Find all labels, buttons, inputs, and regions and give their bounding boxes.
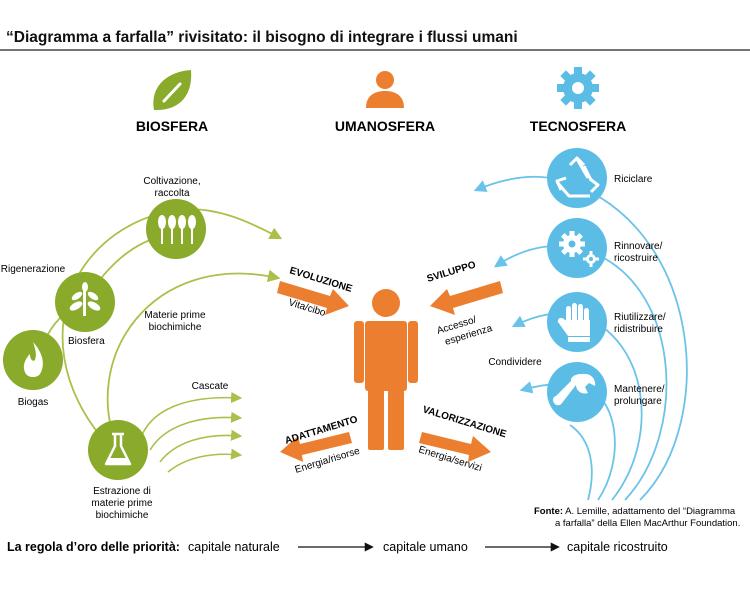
- coltivazione-label-2: raccolta: [154, 188, 189, 199]
- riutilizzare-label-1: Riutilizzare/: [614, 312, 666, 323]
- flame-icon: [23, 342, 43, 377]
- cascate-label: Cascate: [192, 381, 229, 392]
- estrazione-label-2: materie prime: [91, 498, 153, 509]
- coltivazione-label-1: Coltivazione,: [143, 176, 200, 187]
- riciclare-node: [547, 148, 607, 208]
- rule-label: La regola d’oro delle priorità:: [7, 540, 180, 554]
- tech-arc-2: [493, 245, 668, 501]
- flask-icon: [104, 432, 132, 466]
- glove-icon: [557, 303, 590, 342]
- gear-icon: [557, 67, 599, 109]
- rule-step-1: capitale naturale: [188, 540, 280, 554]
- estrazione-label-3: biochimiche: [96, 510, 149, 521]
- recycle-icon: [555, 156, 600, 198]
- rinnovare-node: [547, 218, 607, 278]
- mantenere-node: [547, 362, 607, 422]
- rinnovare-label-2: ricostruire: [614, 253, 658, 264]
- estrazione-node: [88, 420, 148, 480]
- condividere-label: Condividere: [488, 357, 542, 368]
- leaf-icon: [153, 70, 192, 111]
- materie-label-2: biochimiche: [149, 322, 202, 333]
- bio-arc-outer: [61, 208, 283, 456]
- estrazione-label-1: Estrazione di: [93, 486, 151, 497]
- source-text-1: A. Lemille, adattamento del “Diagramma: [563, 506, 736, 517]
- riutilizzare-label-2: ridistribuire: [614, 324, 663, 335]
- biogas-label: Biogas: [18, 397, 49, 408]
- sviluppo-arrow: [430, 281, 503, 315]
- umanosfera-heading: UMANOSFERA: [335, 118, 435, 134]
- rule-step-2: capitale umano: [383, 540, 468, 554]
- cascade-arrow-3: [159, 429, 243, 463]
- biosfera-node: [55, 272, 115, 332]
- valorizzazione-arrow: [419, 432, 491, 462]
- tech-arc-1: [473, 175, 688, 501]
- coltivazione-node: [146, 199, 206, 259]
- mantenere-label-2: prolungare: [614, 396, 662, 407]
- biosfera-heading: BIOSFERA: [136, 118, 208, 134]
- source-line-1: Fonte: A. Lemille, adattamento del “Diag…: [534, 506, 736, 517]
- tecnosfera-heading: TECNOSFERA: [530, 118, 626, 134]
- gears-icon: [559, 231, 599, 267]
- adattamento-arrow: [280, 432, 352, 462]
- evoluzione-arrow: [277, 281, 349, 315]
- cascade-arrow-2: [149, 411, 243, 451]
- riciclare-label: Riciclare: [614, 174, 653, 185]
- mantenere-label-1: Mantenere/: [614, 384, 665, 395]
- cascade-arrow-4: [167, 448, 243, 473]
- source-line-2: a farfalla” della Ellen MacArthur Founda…: [555, 518, 740, 529]
- wheat-icon: [158, 215, 196, 244]
- wrench-icon: [552, 373, 596, 406]
- page-title: “Diagramma a farfalla” rivisitato: il bi…: [6, 29, 518, 46]
- rigenerazione-label: Rigenerazione: [1, 264, 66, 275]
- cascade-arrow-1: [139, 391, 243, 441]
- riutilizzare-node: [547, 292, 607, 352]
- tech-arc-3: [511, 312, 643, 501]
- biogas-node: [3, 330, 63, 390]
- bio-arc-inner: [106, 269, 281, 449]
- plant-icon: [69, 282, 101, 316]
- rule-step-3: capitale ricostruito: [567, 540, 668, 554]
- biosfera-node-label: Biosfera: [68, 336, 105, 347]
- source-prefix: Fonte:: [534, 506, 563, 517]
- person-icon: [366, 71, 404, 108]
- sviluppo-title: SVILUPPO: [426, 260, 478, 285]
- materie-label-1: Materie prime: [144, 310, 206, 321]
- human-figure: [354, 289, 418, 450]
- tech-arc-5: [569, 424, 593, 501]
- rinnovare-label-1: Rinnovare/: [614, 241, 663, 252]
